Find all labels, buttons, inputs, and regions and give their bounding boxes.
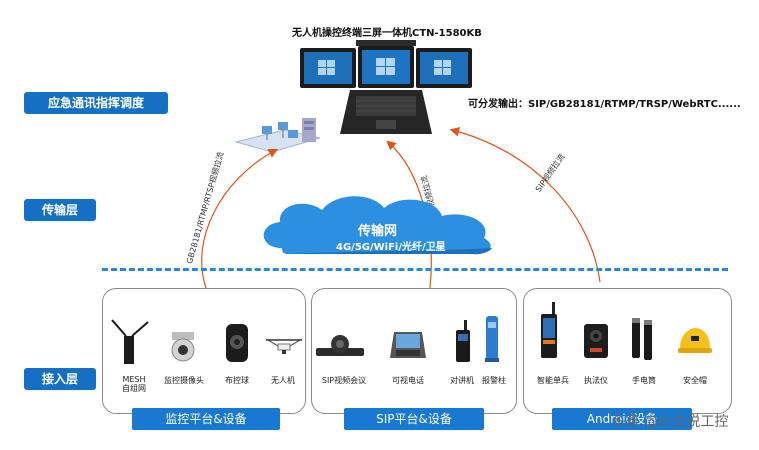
smart-soldier-device-icon <box>541 302 557 358</box>
device-label-helmet: 安全帽 <box>683 376 707 385</box>
device-label-drone: 无人机 <box>271 376 295 385</box>
device-label-video-phone: 可视电话 <box>392 376 424 385</box>
law-enforcement-recorder-icon <box>584 324 608 358</box>
output-protocols: 可分发输出：SIP/GB28181/RTMP/TRSP/WebRTC...... <box>468 99 741 110</box>
panel-label-android: Android设备 <box>552 408 692 430</box>
device-label-recorder: 执法仪 <box>584 376 608 385</box>
layer-separator <box>102 268 728 271</box>
watermark-text: 头条 @小文说工控 <box>612 414 729 430</box>
dispatch-server-icon <box>234 118 321 153</box>
panel-android <box>523 288 732 414</box>
device-label-mesh: MESH 自组网 <box>122 375 146 393</box>
layer-label-transport: 传输层 <box>24 199 96 221</box>
deploy-ball-camera-icon <box>226 324 248 362</box>
panel-label-monitoring: 监控平台&设备 <box>132 408 280 430</box>
layer-label-access: 接入层 <box>24 368 96 390</box>
safety-helmet-icon <box>678 328 712 353</box>
alarm-pillar-icon <box>485 316 499 362</box>
device-label-video-conf: SIP视频会议 <box>321 376 367 385</box>
device-label-camera: 监控摄像头 <box>164 376 204 385</box>
surveillance-camera-icon <box>171 332 195 362</box>
device-label-smart-soldier: 智能单兵 <box>537 376 569 385</box>
mesh-radio-icon <box>111 319 149 364</box>
page-title: 无人机操控终端三屏一体机CTN-1580KB <box>292 28 482 39</box>
arrow-right <box>449 127 601 283</box>
cloud-title: 传输网 <box>358 224 398 239</box>
video-conference-camera-icon <box>316 335 364 356</box>
transport-cloud-shape <box>263 196 492 255</box>
video-phone-icon <box>390 332 426 358</box>
flashlight-icon <box>632 318 652 360</box>
drone-icon <box>266 339 302 354</box>
panel-monitoring <box>102 288 306 414</box>
layer-label-command: 应急通讯指挥调度 <box>24 92 168 114</box>
panel-label-sip: SIP平台&设备 <box>344 408 484 430</box>
walkie-talkie-icon <box>456 320 470 362</box>
device-label-flashlight: 手电筒 <box>632 376 656 385</box>
tri-screen-terminal-image <box>300 40 472 134</box>
cloud-subtitle: 4G/5G/WiFi/光纤/卫星 <box>336 242 446 253</box>
device-label-walkie: 对讲机 <box>450 376 474 385</box>
device-label-ball: 布控球 <box>225 376 249 385</box>
device-label-alarm: 报警柱 <box>482 376 506 385</box>
